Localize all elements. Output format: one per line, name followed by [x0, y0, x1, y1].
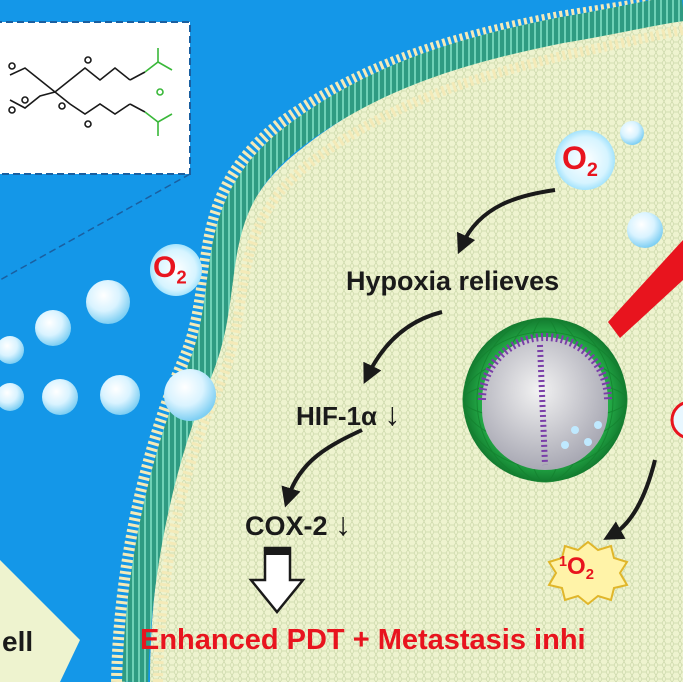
- cell-label: ell: [2, 626, 34, 657]
- cell-membrane: [122, 0, 683, 682]
- hif-label: HIF-1α ↓: [296, 396, 401, 432]
- hypoxia-label: Hypoxia relieves: [346, 266, 560, 296]
- laser-beam-icon: [608, 240, 683, 338]
- arrow-icon: [281, 428, 363, 508]
- arrow-icon: [456, 188, 556, 255]
- cytoplasm-texture: [150, 15, 683, 682]
- singlet-oxygen-badge: [547, 540, 629, 606]
- o2-top-label: O2: [562, 140, 598, 181]
- o2-left-label: O2: [153, 251, 187, 288]
- cox-label: COX-2 ↓: [245, 506, 352, 542]
- molecule-boron-groups: [144, 48, 173, 136]
- molecule-structure-icon: [8, 56, 146, 128]
- o2-top-halo: [555, 130, 615, 190]
- neighbor-cell: [0, 560, 80, 682]
- inset-connector: [0, 173, 191, 281]
- molecule-inset: [0, 21, 191, 175]
- arrow-icon: [603, 459, 657, 540]
- oxygen-bubble-icon: [0, 121, 663, 421]
- singlet-oxygen-label: 1O2: [559, 553, 594, 584]
- hollow-arrow-cap: [265, 548, 290, 555]
- o2-right-partial: [670, 401, 683, 439]
- nanoparticle-icon: [462, 317, 628, 483]
- arrow-icon: [363, 310, 443, 384]
- outcome-label: Enhanced PDT + Metastasis inhi: [140, 624, 586, 656]
- o2-left-halo: [150, 244, 202, 296]
